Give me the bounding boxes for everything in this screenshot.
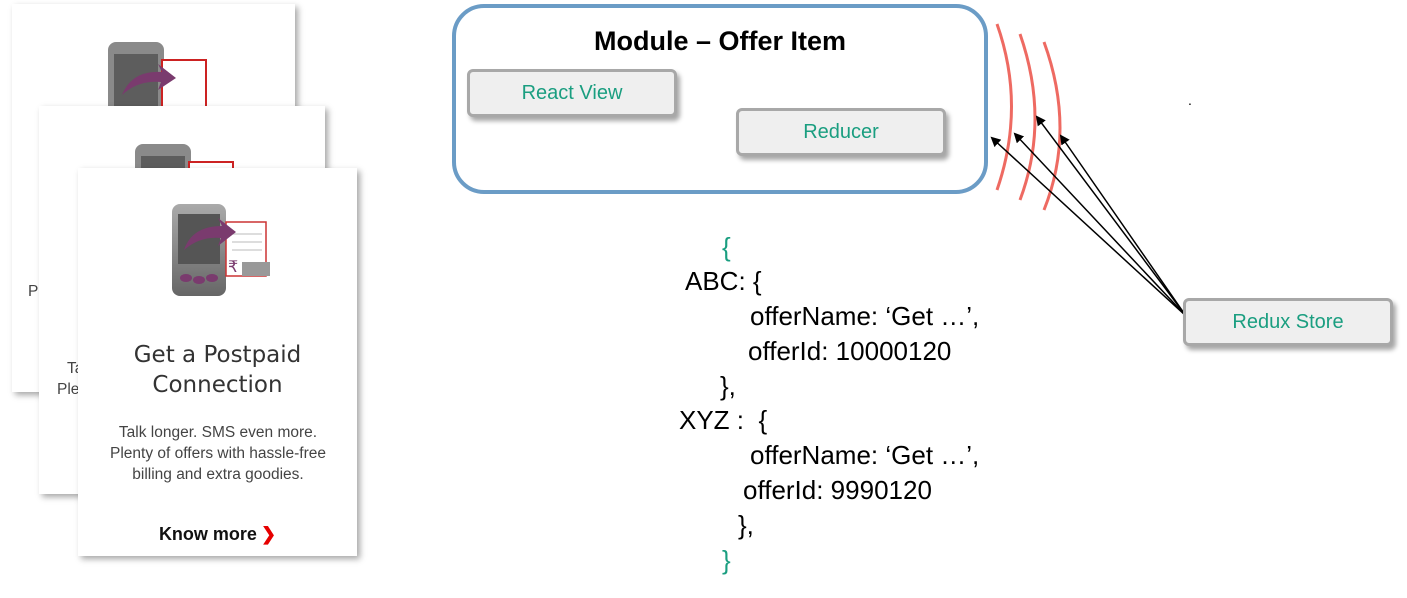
arrow-store-to-module-2	[1013, 132, 1187, 317]
card-back-peek-text: P	[28, 283, 39, 300]
code-abc-key: ABC: {	[685, 266, 762, 296]
code-abc-offer-name: offerName: ‘Get …’,	[750, 301, 980, 331]
arrow-store-to-module-1	[990, 136, 1187, 317]
code-xyz-offer-name: offerName: ‘Get …’,	[750, 440, 980, 470]
code-xyz-close: },	[738, 510, 754, 540]
code-close-brace: }	[722, 545, 731, 575]
know-more-label: Know more	[158, 524, 257, 544]
react-view-box[interactable]: React View	[467, 69, 677, 117]
arrow-store-to-module-4	[1059, 134, 1187, 317]
reducer-label: Reducer	[803, 120, 879, 143]
card-description: Talk longer. SMS even more. Plenty of of…	[94, 422, 342, 485]
signal-arc-2	[1018, 33, 1037, 201]
card-description-line-1: Talk longer. SMS even more.	[118, 424, 318, 441]
card-middle-peek-line-2: Ple	[57, 381, 80, 398]
card-description-line-2: Plenty of offers with hassle-free	[110, 445, 326, 462]
card-title: Get a Postpaid Connection	[78, 340, 357, 400]
code-open-brace: {	[722, 232, 731, 262]
arrow-store-to-module-3	[1035, 115, 1187, 317]
reducer-box[interactable]: Reducer	[736, 108, 946, 156]
stray-dot: .	[1188, 92, 1192, 108]
code-abc-close: },	[720, 371, 736, 401]
chevron-right-icon: ❯	[260, 524, 277, 544]
code-abc-offer-id: offerId: 10000120	[748, 336, 952, 366]
postpaid-phone-icon: ₹	[172, 204, 270, 296]
code-xyz-offer-id: offerId: 9990120	[743, 475, 932, 505]
card-description-line-3: billing and extra goodies.	[132, 466, 304, 483]
offer-card-front: ₹ Get a Postpaid Connection Talk longer.…	[78, 168, 357, 556]
redux-store-label: Redux Store	[1232, 310, 1344, 333]
signal-arc-1	[995, 23, 1013, 191]
code-xyz-key: XYZ : {	[679, 405, 768, 435]
card-title-line-1: Get a Postpaid	[133, 342, 302, 368]
react-view-label: React View	[521, 81, 623, 104]
module-title: Module – Offer Item	[593, 26, 847, 56]
card-title-line-2: Connection	[152, 372, 283, 398]
redux-store-box[interactable]: Redux Store	[1183, 298, 1393, 346]
know-more-link[interactable]: Know more❯	[78, 524, 357, 545]
signal-arc-3	[1042, 41, 1062, 211]
svg-text:₹: ₹	[228, 257, 238, 276]
